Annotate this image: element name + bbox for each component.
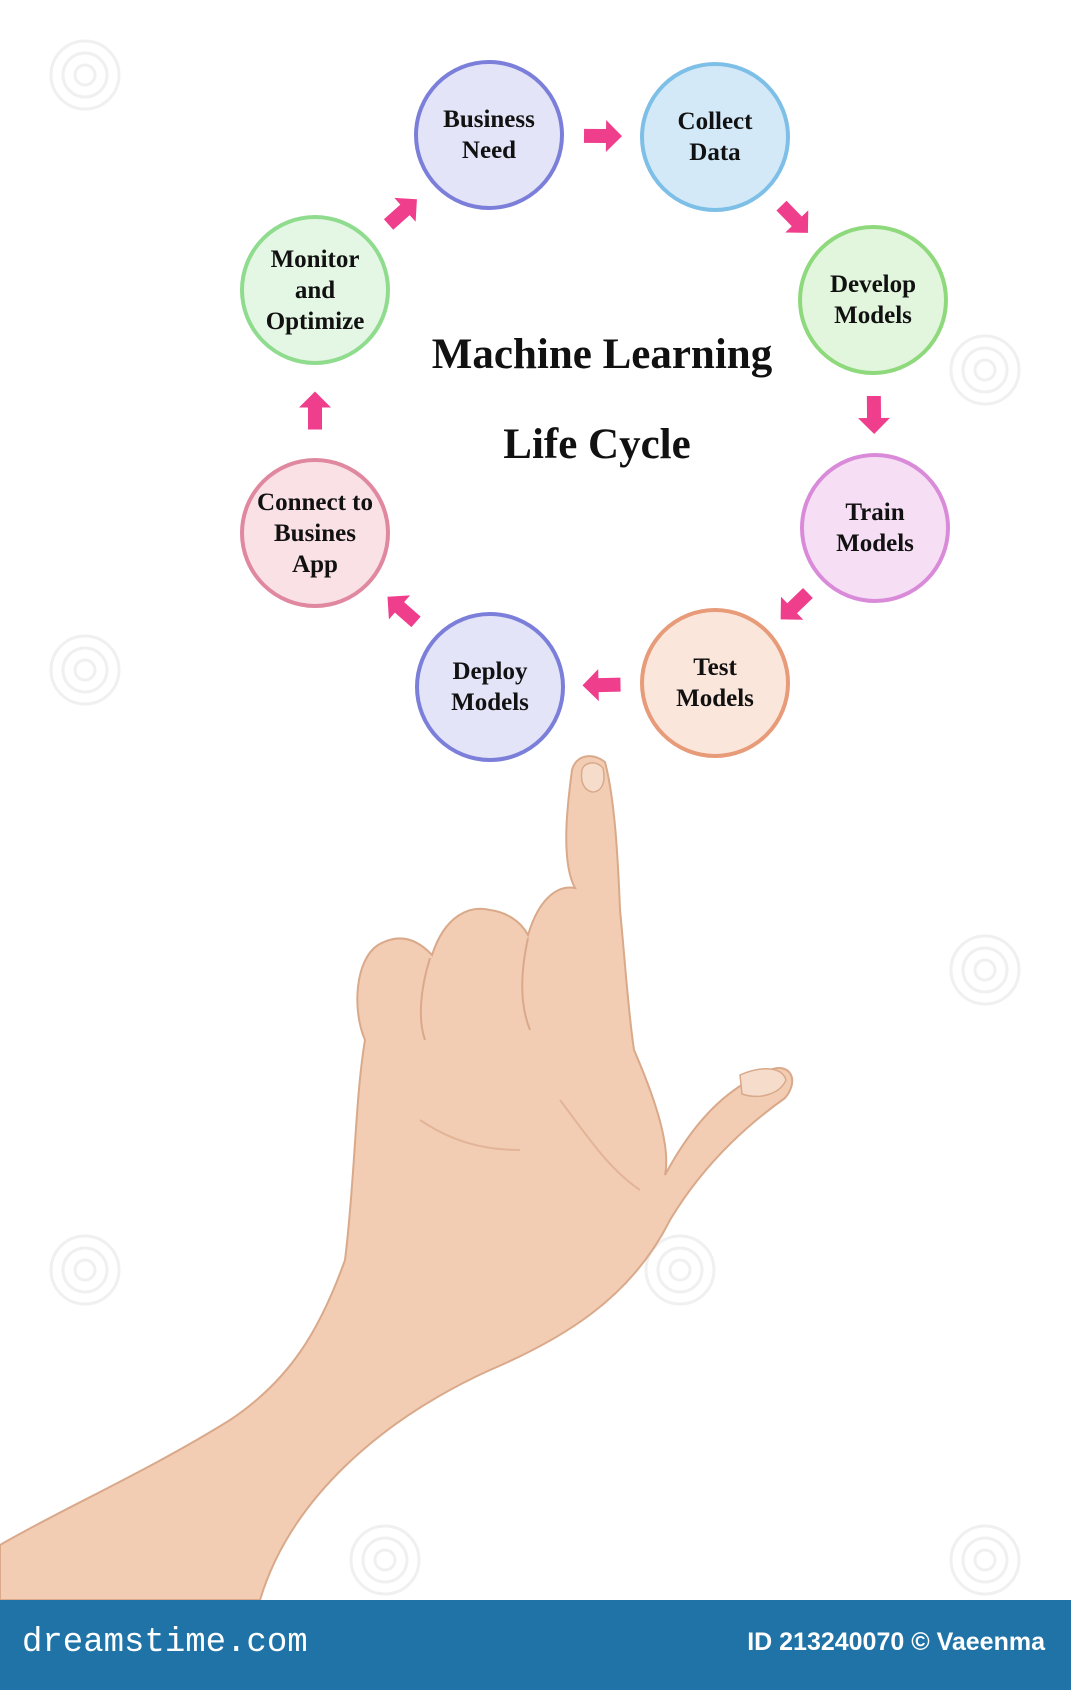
cycle-arrow xyxy=(377,187,428,237)
cycle-arrow xyxy=(376,584,427,634)
node-connect-to-busines-app: Connect to Busines App xyxy=(240,458,390,608)
node-label: Deploy Models xyxy=(451,658,529,716)
cycle-arrow xyxy=(857,395,891,435)
node-collect-data: Collect Data xyxy=(640,62,790,212)
node-label: Collect Data xyxy=(677,108,753,166)
node-test-models: Test Models xyxy=(640,608,790,758)
node-label: Develop Models xyxy=(829,271,917,329)
cycle-arrow xyxy=(582,668,621,702)
stock-footer-bar: dreamstime.com ID 213240070 © Vaeenma xyxy=(0,1600,1071,1690)
diagram-title-line-1: Machine Learning xyxy=(431,331,773,378)
node-label: Train Models xyxy=(836,499,914,557)
node-label: Business Need xyxy=(443,106,535,164)
cycle-arrow xyxy=(769,581,820,631)
footer-credit-text: ID 213240070 © Vaeenma xyxy=(747,1628,1045,1656)
footer-brand-text: dreamstime.com xyxy=(22,1624,308,1662)
node-label: Test Models xyxy=(676,654,754,712)
node-develop-models: Develop Models xyxy=(798,225,948,375)
node-deploy-models: Deploy Models xyxy=(415,612,565,762)
node-business-need: Business Need xyxy=(414,60,564,210)
cycle-arrow xyxy=(299,391,331,430)
cycle-arrow xyxy=(583,119,623,153)
cycle-arrow xyxy=(769,194,820,244)
node-monitor-and-optimize: Monitor and Optimize xyxy=(240,215,390,365)
node-label: Connect to Busines App xyxy=(257,488,373,578)
node-label: Monitor and Optimize xyxy=(265,245,365,335)
diagram-title-line-2: Life Cycle xyxy=(503,421,691,468)
node-train-models: Train Models xyxy=(800,453,950,603)
